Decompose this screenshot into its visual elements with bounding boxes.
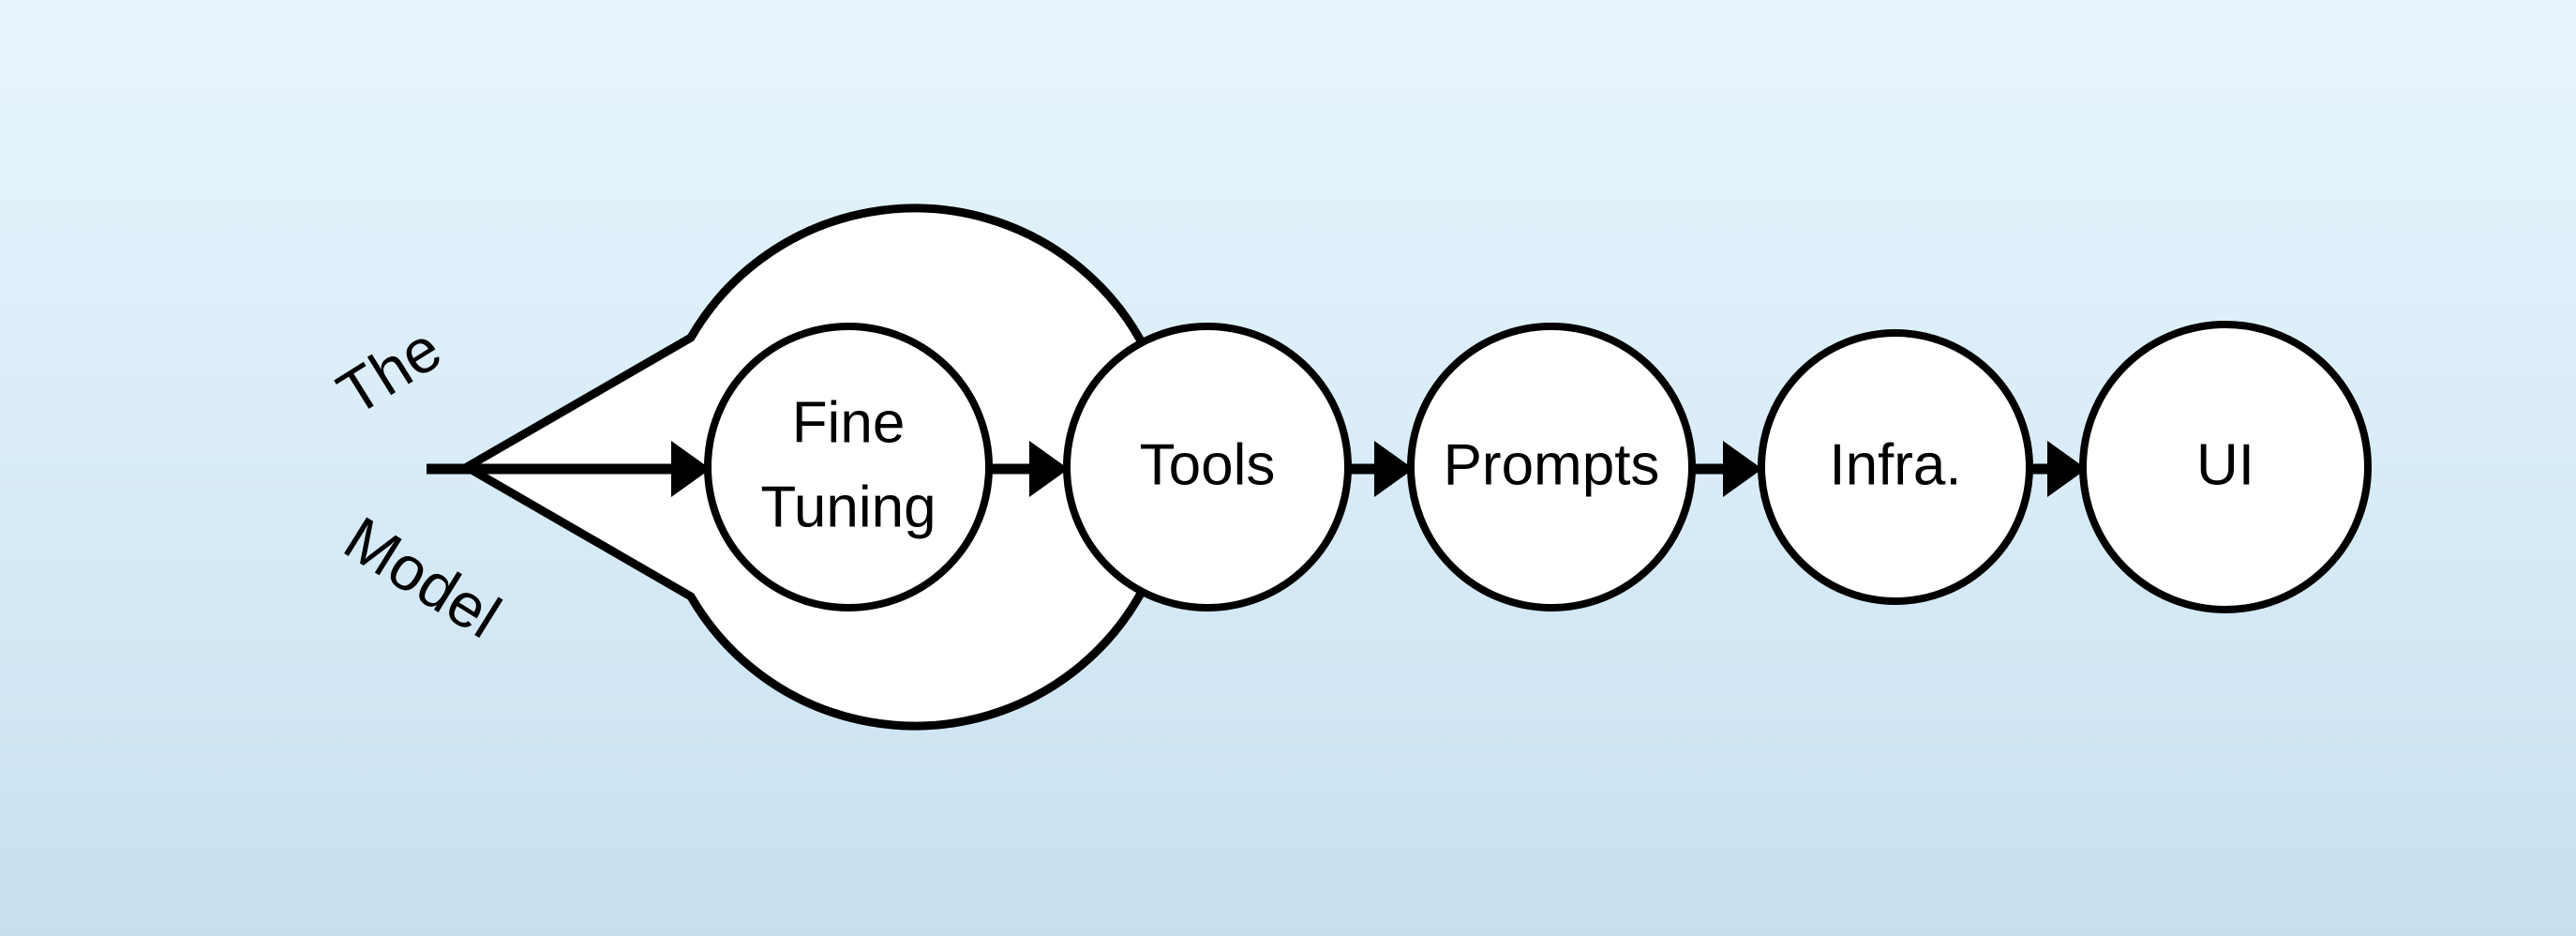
arrow-head-icon (1374, 441, 1414, 497)
node-prompts-circle[interactable] (1407, 323, 1696, 611)
arrow-head-icon (1029, 441, 1069, 497)
node-infra[interactable]: Infra. (1758, 329, 2033, 605)
node-ui[interactable]: UI (2079, 321, 2372, 613)
pacman-label-line1: The (325, 313, 453, 429)
arrow-head-icon (2047, 441, 2087, 497)
node-ui-circle[interactable] (2079, 321, 2372, 613)
node-prompts-label: Prompts (1444, 432, 1660, 497)
node-fine-tuning-label-line1: Fine (792, 390, 906, 455)
node-ui-label: UI (2196, 432, 2254, 497)
arrow-head-icon (1723, 441, 1762, 497)
node-fine-tuning[interactable]: Fine Tuning (704, 323, 993, 611)
node-tools[interactable]: Tools (1063, 323, 1352, 611)
arrow-model-to-fine-tuning (427, 441, 711, 497)
pacman-label-line2: Model (333, 503, 513, 651)
arrow-tools-to-prompts (1351, 441, 1414, 497)
node-fine-tuning-label-line2: Tuning (760, 475, 936, 539)
arrow-head-icon (671, 441, 711, 497)
node-tools-label: Tools (1140, 432, 1276, 497)
node-tools-circle[interactable] (1063, 323, 1352, 611)
node-infra-label: Infra. (1829, 432, 1961, 497)
node-prompts[interactable]: Prompts (1407, 323, 1696, 611)
arrow-prompts-to-infra (1695, 441, 1762, 497)
arrow-fine-tuning-to-tools (992, 441, 1069, 497)
node-fine-tuning-circle[interactable] (704, 323, 993, 611)
node-infra-circle[interactable] (1758, 329, 2033, 605)
arrow-infra-to-ui (2031, 441, 2087, 497)
